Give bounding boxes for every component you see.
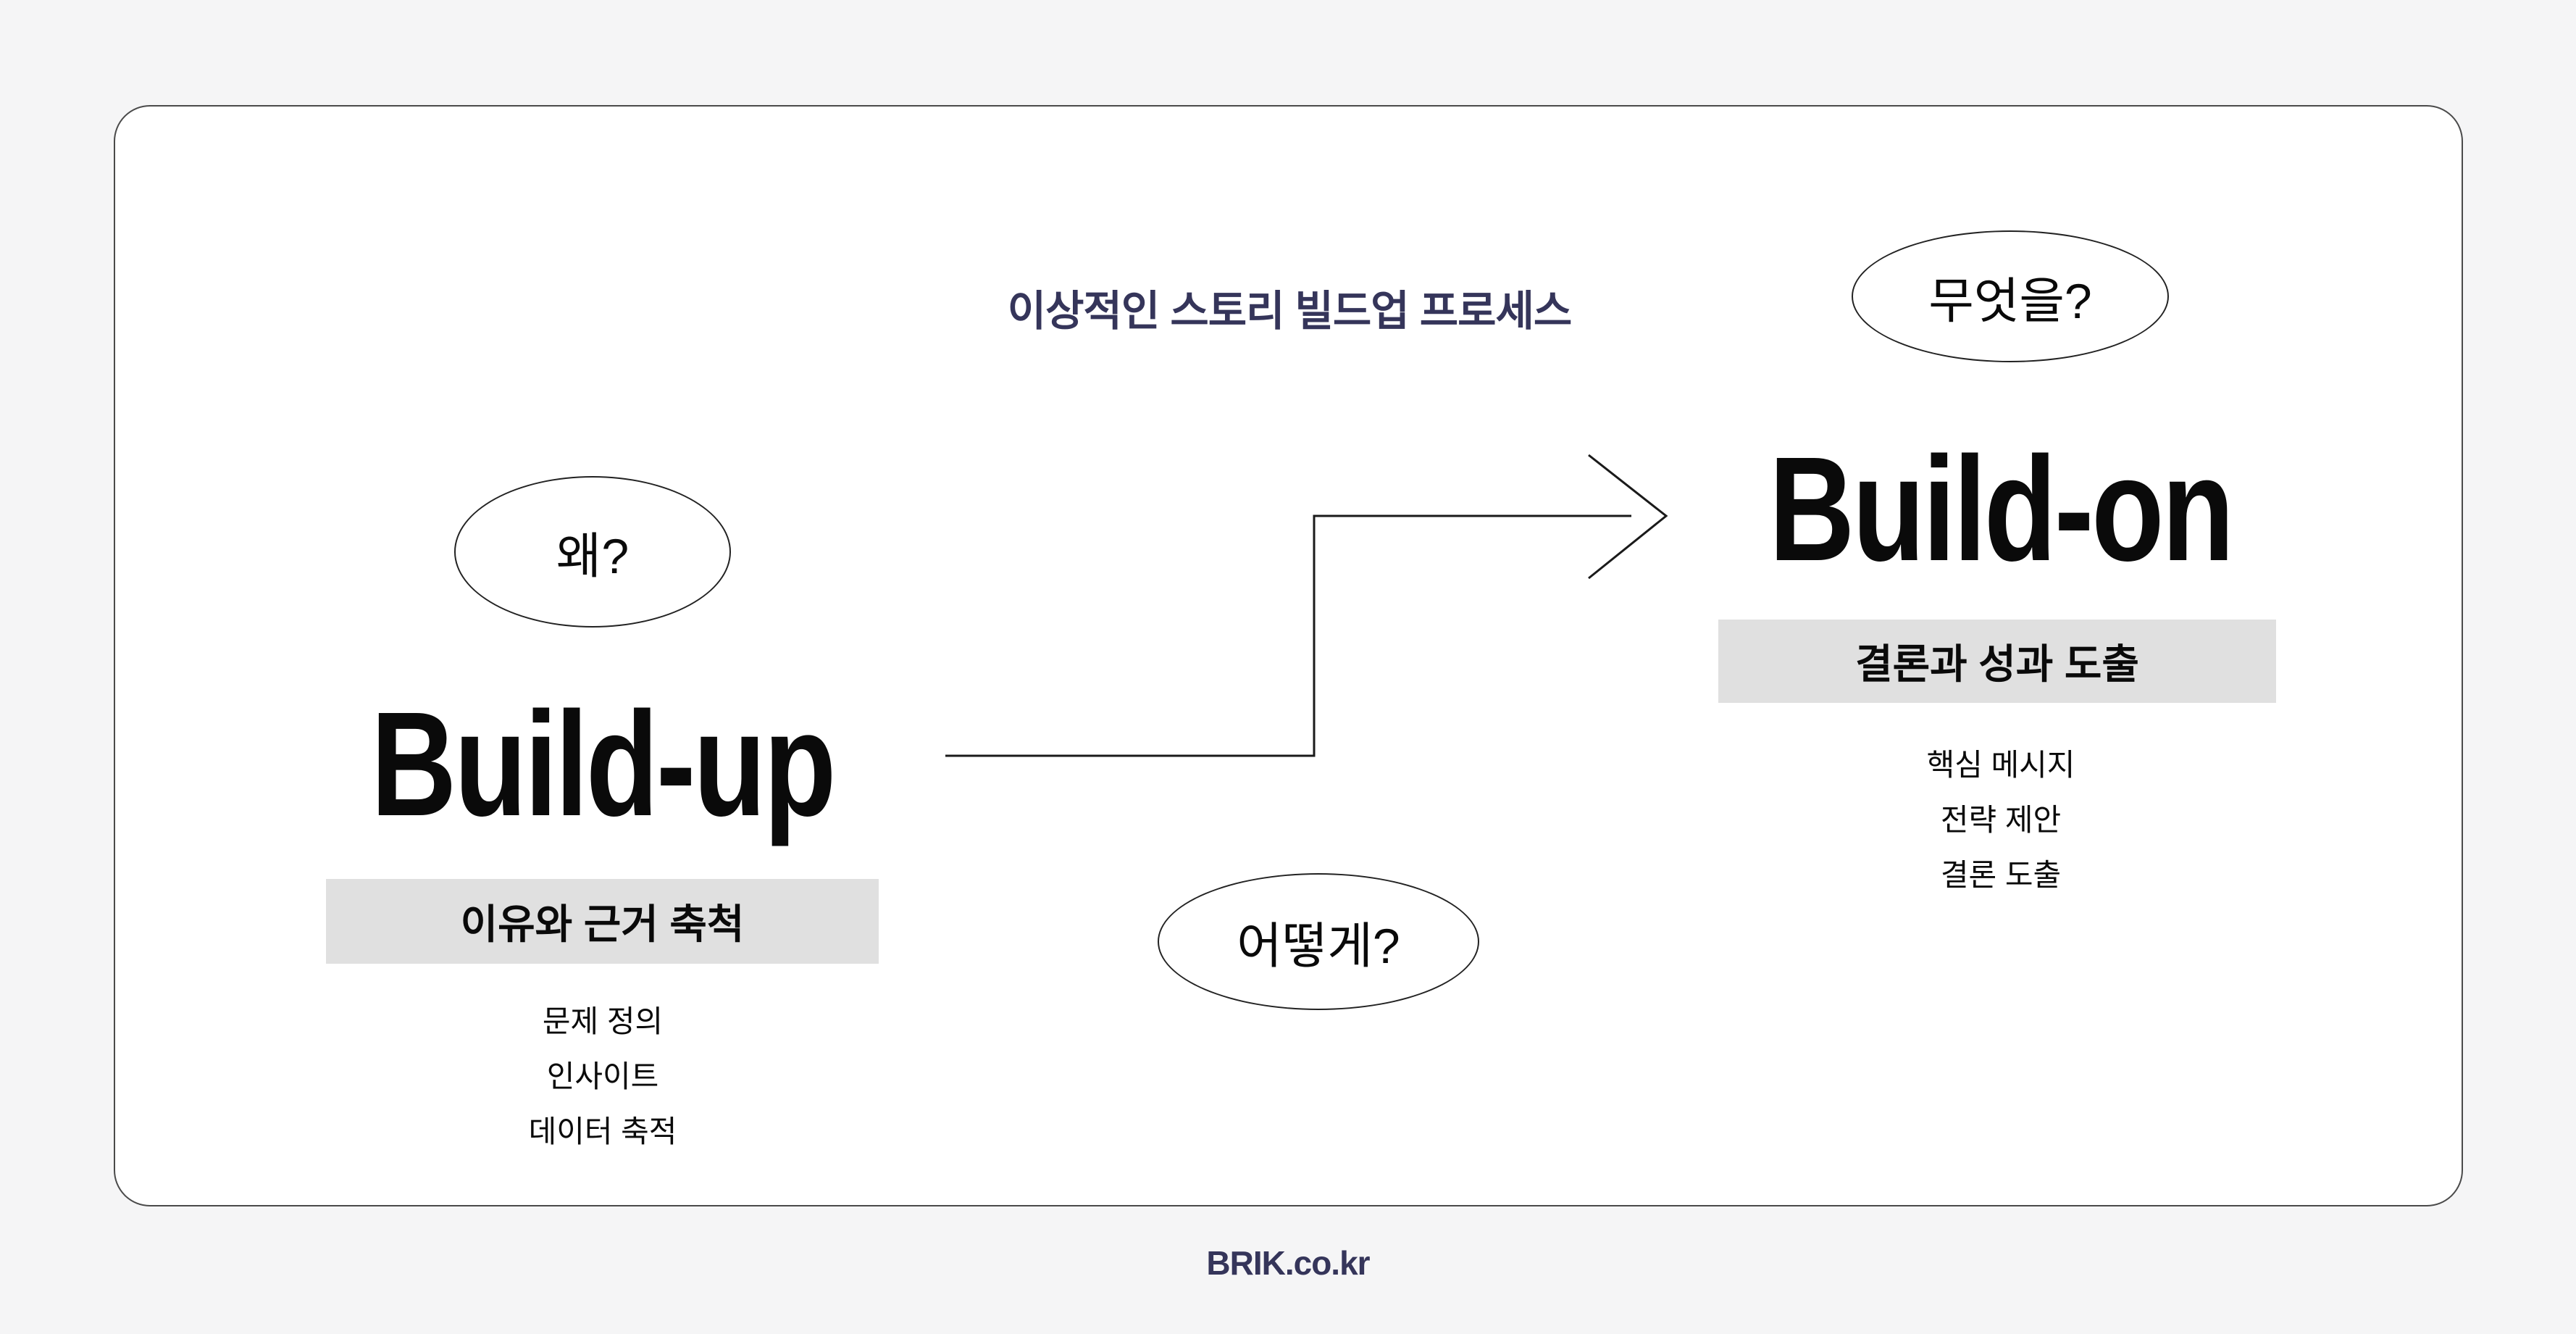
highlight-bar-build-up: 이유와 근거 축척 <box>326 879 879 964</box>
question-bubble-how: 어떻게? <box>1158 873 1479 1010</box>
highlight-bar-build-on: 결론과 성과 도출 <box>1718 620 2276 703</box>
build-on-item-list: 핵심 메시지 전략 제안 결론 도출 <box>1776 738 2225 903</box>
diagram-title: 이상적인 스토리 빌드업 프로세스 <box>1007 288 1572 335</box>
stage-name-build-up-text: Build-up <box>371 681 837 847</box>
stage-name-build-on: Build-on <box>1639 435 2363 583</box>
stage-name-build-on-text: Build-on <box>1769 426 2235 592</box>
question-bubble-what-label: 무엇을? <box>1928 273 2092 329</box>
question-bubble-what: 무엇을? <box>1852 230 2169 362</box>
question-bubble-why-label: 왜? <box>556 529 630 584</box>
stage-name-build-up: Build-up <box>241 690 965 838</box>
list-item: 전략 제안 <box>1940 803 2062 837</box>
build-up-item-list: 문제 정의 인사이트 데이터 축적 <box>378 994 827 1159</box>
list-item: 문제 정의 <box>542 1004 664 1038</box>
question-bubble-why: 왜? <box>454 476 731 628</box>
question-bubble-how-label: 어떻게? <box>1237 919 1400 974</box>
site-credit: BRIK.co.kr <box>1206 1244 1370 1282</box>
list-item: 데이터 축적 <box>528 1114 677 1149</box>
list-item: 핵심 메시지 <box>1926 748 2075 782</box>
list-item: 인사이트 <box>546 1059 659 1093</box>
list-item: 결론 도출 <box>1940 858 2062 892</box>
